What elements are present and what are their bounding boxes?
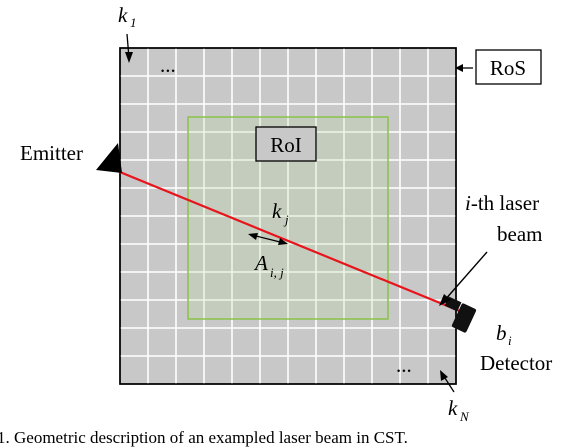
kj-base: k — [272, 199, 282, 223]
kN-arrowhead — [440, 370, 448, 381]
k1-sub: 1 — [130, 15, 137, 30]
bi-base: b — [496, 321, 507, 345]
ros-grid — [119, 47, 457, 385]
k1-base: k — [118, 3, 128, 27]
ros-label: RoS — [490, 56, 526, 80]
bi-sub: i — [508, 333, 512, 348]
ellipsis-bottom: ... — [396, 353, 412, 377]
beam-label-arrow — [443, 251, 488, 302]
detector-label: Detector — [480, 351, 552, 375]
beam-label-line1: i-th laser — [465, 191, 539, 215]
emitter-label: Emitter — [20, 141, 83, 165]
ros-arrowhead — [455, 64, 463, 72]
kj-arrowhead-left — [248, 233, 258, 240]
laser-beam-line — [114, 168, 463, 314]
Aij-sub: i, j — [270, 265, 284, 280]
roi-label: RoI — [270, 133, 302, 157]
kN-base: k — [448, 396, 458, 420]
ros-label-box — [475, 49, 542, 85]
Aij-base: A — [253, 251, 268, 275]
kj-sub: j — [283, 212, 289, 227]
kj-double-arrow — [251, 234, 285, 244]
kN-sub: N — [459, 409, 470, 424]
triangle-emitter-icon — [96, 143, 122, 173]
ros-border — [119, 47, 457, 385]
figure-caption: 1. Geometric description of an exampled … — [0, 428, 408, 447]
ellipsis-top: ... — [160, 53, 176, 77]
beam-label-line2: beam — [497, 222, 542, 246]
k1-arrowhead — [125, 52, 133, 63]
roi-label-box — [255, 126, 317, 162]
kj-arrowhead-right — [278, 238, 288, 245]
beam-label-arrowhead — [439, 294, 451, 306]
